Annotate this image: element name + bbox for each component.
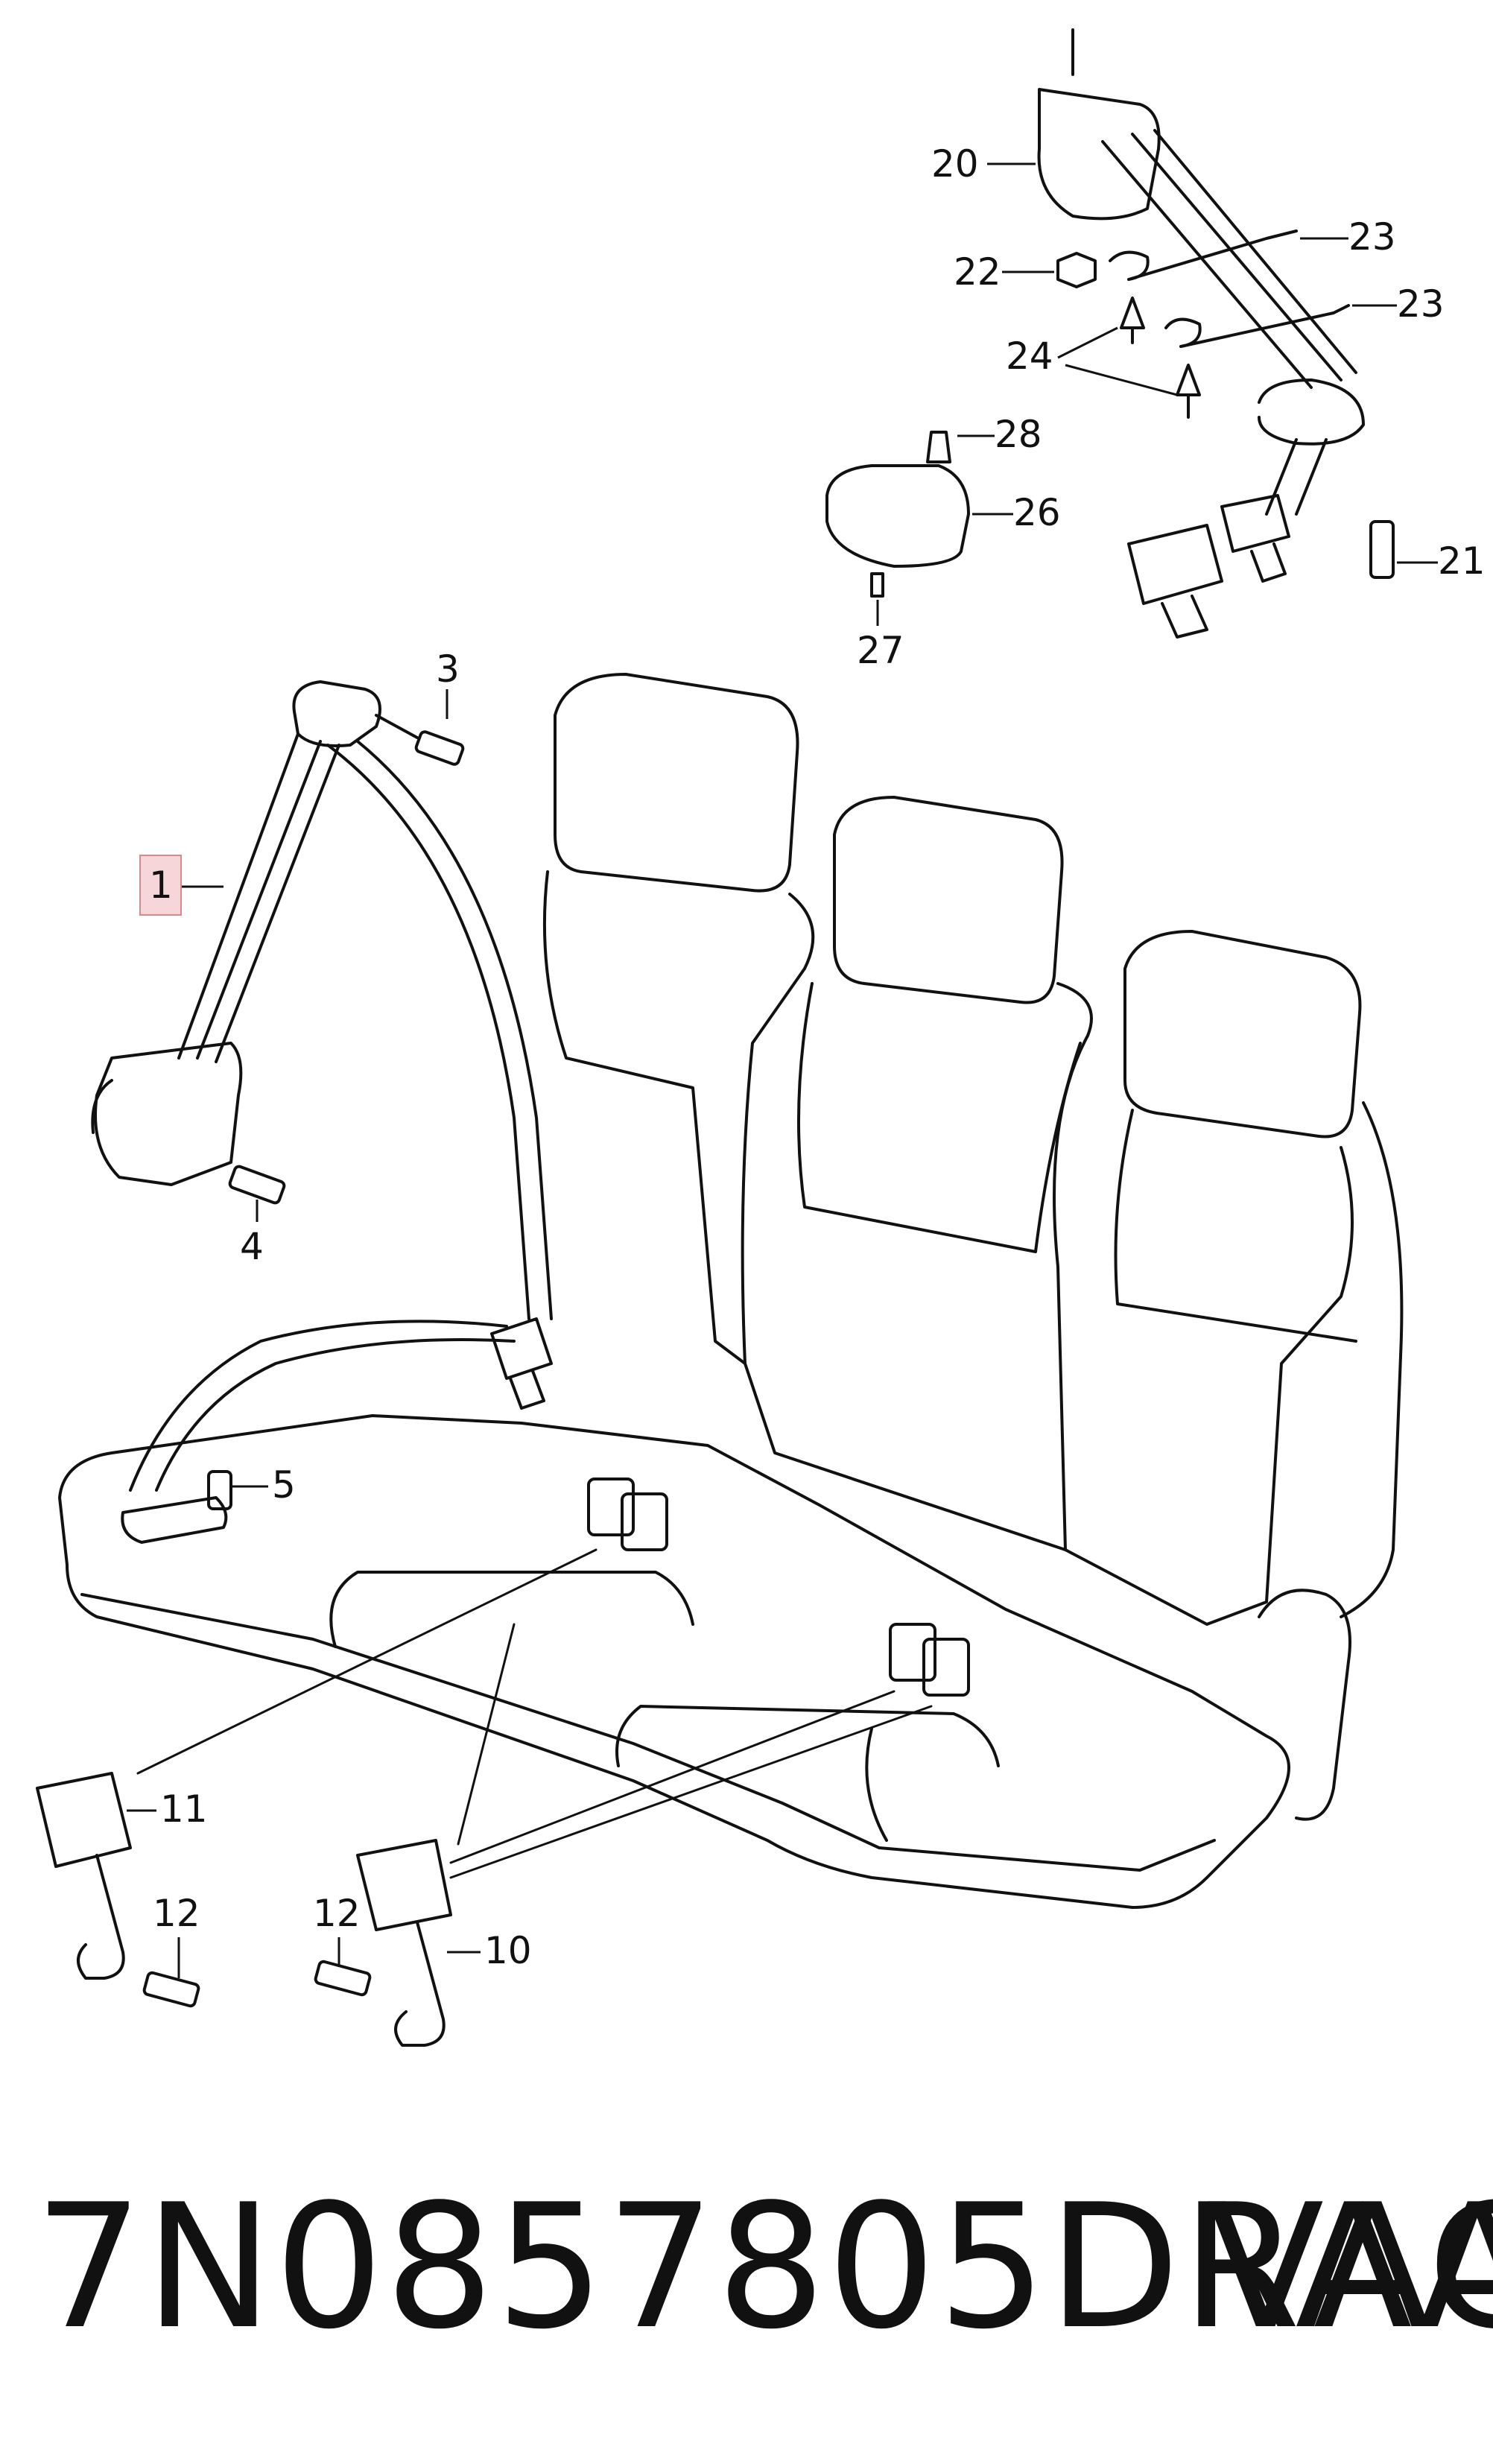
callout-23-upper: 23 [1348,215,1396,259]
callout-23-lower: 23 [1397,282,1445,326]
seat-buckle-4 [922,1638,970,1697]
callout-12-left: 12 [153,1892,200,1935]
part-24-screw-lower [1176,364,1201,419]
part-22-nut [1056,252,1097,288]
callout-22: 22 [954,250,1001,294]
part-27-nut [870,572,884,598]
brand-label: VAG [1207,2168,1493,2367]
seat-buckle-1 [587,1478,635,1536]
retractor-20-latch-2 [1220,494,1290,583]
callout-11: 11 [160,1787,208,1831]
backrest-right-side [1340,1101,1404,1618]
callout-21: 21 [1438,539,1486,583]
seat-cushion-front [58,1414,1290,1909]
part-3-bolt [375,714,465,766]
part-10-buckle [356,1839,452,2047]
part-26-cover [825,464,970,568]
callout-1: 1 [149,864,173,907]
part-number: 7N0857805DRAA [34,2168,1493,2367]
seat-cushion-seams [329,1571,1000,1842]
callout-leaders [127,162,1438,1978]
belt-strap-upper [177,732,340,1063]
callout-20: 20 [931,142,979,186]
backrest-right [1064,1109,1357,1626]
retractor-20-body [1037,88,1161,221]
belt-strap-diagonal [326,740,553,1320]
part-1-highlight [139,855,182,916]
belt-anchor-lower [121,1496,228,1544]
callout-3: 3 [436,647,460,691]
retractor-20-lower-strap [1265,438,1328,516]
leader-lines [136,1548,933,1879]
belt-lap-strap [129,1320,516,1492]
rear-seat-bench [58,673,1404,1909]
callout-27: 27 [857,629,904,672]
belt-guide-upper [292,680,381,747]
callout-28: 28 [995,413,1042,456]
retractor-20-latch-1 [1127,524,1223,639]
part-1-three-point-belt [91,680,553,1544]
seat-buckle-2 [621,1492,668,1551]
callout-10: 10 [484,1929,532,1972]
backrest-middle [744,982,1093,1551]
part-20-center-retractor [1037,28,1365,639]
part-12-bolt-left [142,1971,200,2008]
headrest-right [1123,930,1362,1138]
part-21-bolt [1369,520,1395,579]
callout-4: 4 [240,1225,264,1268]
headrest-left [554,673,799,893]
seat-armrest-right [1258,1589,1351,1821]
part-5-bolt [207,1470,232,1510]
callout-26: 26 [1013,491,1061,534]
part-28-clip [926,431,951,463]
part-23-cable-lower [1164,304,1350,348]
belt-latch-plate [490,1317,553,1410]
retractor-20-guide [1258,379,1365,446]
seat-buckle-3 [889,1623,936,1682]
callout-5: 5 [272,1463,296,1507]
part-24-screw-upper [1120,297,1145,344]
backrest-left [542,870,815,1365]
part-4-bolt [228,1165,286,1205]
seat-cushion-edge [80,1593,1216,1872]
part-11-buckle [36,1772,132,1980]
part-12-bolt-right [314,1960,372,1997]
callout-24: 24 [1006,335,1053,378]
callout-12-right: 12 [313,1892,361,1935]
callout-labels: 1 3 4 5 20 22 23 23 24 28 26 27 21 11 12… [149,142,1486,1972]
retractor-20-strap [1101,129,1357,389]
seat-belt-exploded-diagram: 1 3 4 5 20 22 23 23 24 28 26 27 21 11 12… [36,28,1486,2047]
part-23-cable-upper [1109,229,1298,281]
footer: 7N0857805DRAA VAG [0,2146,1493,2414]
belt-retractor [91,1042,243,1186]
headrest-middle [833,796,1064,1004]
backrest-middle-inner [797,982,1082,1253]
